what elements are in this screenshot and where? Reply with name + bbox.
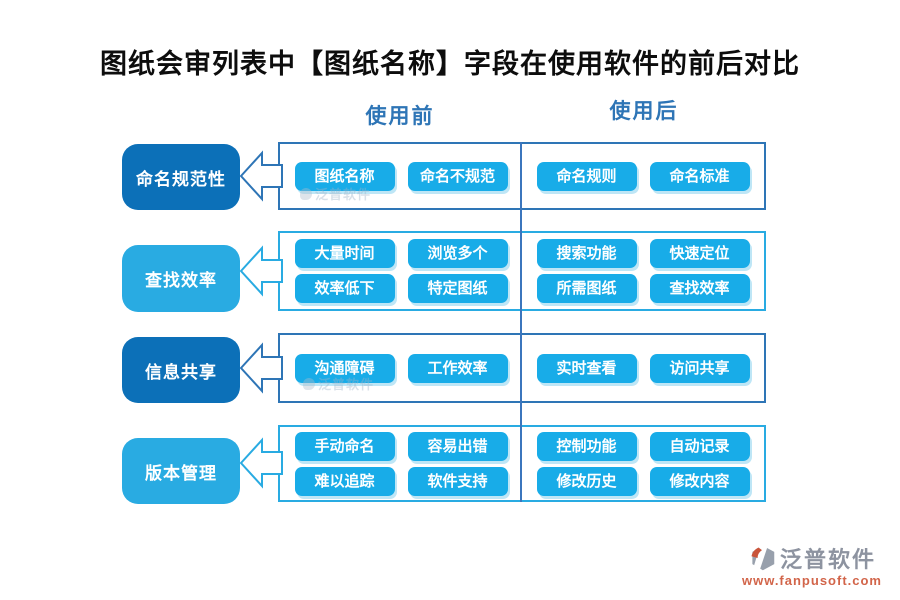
brand-watermark: 泛普软件 [300,184,371,203]
comparison-row-sharing: 沟通障碍 工作效率 实时查看 访问共享 [278,333,766,403]
brand-watermark-icon [303,377,315,390]
category-label-sharing: 信息共享 [122,337,240,403]
page-title: 图纸会审列表中【图纸名称】字段在使用软件的前后对比 [100,49,800,79]
after-chip: 控制功能 [536,431,637,461]
before-chip: 沟通障碍 [294,353,395,383]
after-chip: 修改历史 [536,466,637,496]
before-chip: 效率低下 [294,274,395,303]
after-chip: 修改内容 [649,466,750,496]
after-chip: 自动记录 [649,431,750,461]
before-cell: 手动命名 容易出错 难以追踪 软件支持 [280,427,522,500]
after-chip: 查找效率 [649,274,750,303]
after-cell: 命名规则 命名标准 [522,144,764,208]
after-chip: 命名标准 [649,161,750,191]
after-cell: 控制功能 自动记录 修改历史 修改内容 [522,427,764,500]
before-cell: 大量时间 浏览多个 效率低下 特定图纸 [280,233,522,309]
before-cell: 图纸名称 命名不规范 [280,144,522,208]
column-header-after: 使用后 [609,99,679,123]
left-arrow-icon [239,245,283,297]
left-arrow-icon [239,150,283,202]
after-chip: 搜索功能 [536,239,637,268]
before-chip: 图纸名称 [294,161,395,191]
before-chip: 命名不规范 [407,161,508,191]
left-arrow-icon [239,342,283,394]
brand-watermark-icon [300,187,312,200]
after-chip: 所需图纸 [536,274,637,303]
comparison-row-search: 大量时间 浏览多个 效率低下 特定图纸 搜索功能 快速定位 所需图纸 查找效率 [278,231,766,311]
comparison-row-version: 手动命名 容易出错 难以追踪 软件支持 控制功能 自动记录 修改历史 修改内容 [278,425,766,502]
column-header-before: 使用前 [365,104,435,128]
before-cell: 沟通障碍 工作效率 [280,335,522,401]
before-chip: 特定图纸 [407,274,508,303]
after-cell: 实时查看 访问共享 [522,335,764,401]
category-label-version: 版本管理 [122,438,240,504]
before-after-divider-line [520,142,522,502]
category-label-naming: 命名规范性 [122,144,240,210]
brand-name: 泛普软件 [779,547,876,572]
category-label-search: 查找效率 [122,245,240,312]
before-chip: 手动命名 [294,431,395,461]
fanpu-logo-icon [751,544,775,572]
after-chip: 访问共享 [649,353,750,383]
left-arrow-icon [239,437,283,489]
brand-footer: 泛普软件 www.fanpusoft.com [742,542,882,588]
before-chip: 工作效率 [407,353,508,383]
before-chip: 难以追踪 [294,466,395,496]
before-chip: 软件支持 [407,466,508,496]
after-chip: 命名规则 [536,161,637,191]
brand-watermark: 泛普软件 [303,374,374,393]
brand-watermark-text: 泛普软件 [315,187,372,202]
before-chip: 容易出错 [407,431,508,461]
before-chip: 大量时间 [294,239,395,268]
after-cell: 搜索功能 快速定位 所需图纸 查找效率 [522,233,764,309]
comparison-row-naming: 图纸名称 命名不规范 命名规则 命名标准 [278,142,766,210]
after-chip: 快速定位 [649,239,750,268]
before-chip: 浏览多个 [407,239,508,268]
brand-url: www.fanpusoft.com [741,573,882,588]
brand-watermark-text: 泛普软件 [318,377,375,392]
after-chip: 实时查看 [536,353,637,383]
